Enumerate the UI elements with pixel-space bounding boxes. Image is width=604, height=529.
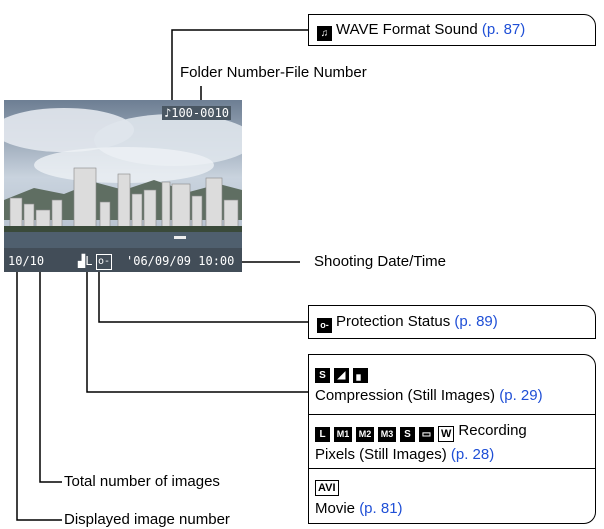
- recording-label-line2: Pixels (Still Images): [315, 446, 447, 463]
- recording-label-line1: Recording: [458, 422, 527, 439]
- compression-label: Compression (Still Images): [315, 387, 496, 404]
- fine-icon: ◢: [334, 368, 349, 383]
- medium2-icon: M2: [356, 427, 374, 442]
- displayed-image-number-label: Displayed image number: [64, 511, 230, 528]
- total-images-label: Total number of images: [64, 473, 220, 490]
- wave-sound-icon: ♫: [317, 26, 332, 41]
- avi-movie-icon: AVI: [315, 480, 339, 496]
- protection-status-label: Protection Status: [336, 313, 451, 330]
- shooting-date-time-label: Shooting Date/Time: [314, 253, 447, 270]
- compression-callout: S ◢ ▖ Compression (Still Images) (p. 29): [308, 354, 596, 414]
- key-icon: o-: [317, 318, 332, 333]
- lcd-image-count: 10/10: [8, 254, 45, 268]
- city-skyline-photo: [4, 100, 242, 272]
- small-icon: S: [400, 427, 415, 442]
- compression-page-link[interactable]: (p. 29): [499, 387, 543, 404]
- wave-sound-page-link[interactable]: (p. 87): [481, 21, 526, 38]
- superfine-icon: S: [315, 368, 330, 383]
- large-icon: L: [315, 427, 330, 442]
- lcd-sound-icon: ♪: [164, 106, 172, 120]
- postcard-icon: ▭: [419, 427, 434, 442]
- movie-callout: AVI Movie (p. 81): [308, 468, 596, 524]
- medium1-icon: M1: [334, 427, 352, 442]
- protection-page-link[interactable]: (p. 89): [454, 313, 498, 330]
- lcd-protect-icon: o-: [96, 254, 113, 270]
- medium3-icon: M3: [378, 427, 396, 442]
- lcd-folder-file-number: 100-0010: [171, 106, 230, 120]
- lcd-compression-icon: ▟L: [78, 254, 93, 268]
- lcd-date-time: '06/09/09 10:00: [126, 254, 235, 268]
- folder-file-number-label: Folder Number-File Number: [180, 64, 367, 81]
- camera-lcd-image: ♪100-0010 10/10 ▟L o- '06/09/09 10:00: [4, 100, 242, 272]
- normal-icon: ▖: [353, 368, 368, 383]
- movie-page-link[interactable]: (p. 81): [359, 500, 403, 517]
- protection-status-callout: o- Protection Status (p. 89): [308, 305, 596, 339]
- widescreen-icon: W: [438, 426, 455, 442]
- recording-page-link[interactable]: (p. 28): [450, 446, 495, 463]
- movie-label: Movie: [315, 500, 356, 517]
- wave-sound-label: WAVE Format Sound: [336, 21, 478, 38]
- wave-sound-callout: ♫ WAVE Format Sound (p. 87): [308, 14, 596, 46]
